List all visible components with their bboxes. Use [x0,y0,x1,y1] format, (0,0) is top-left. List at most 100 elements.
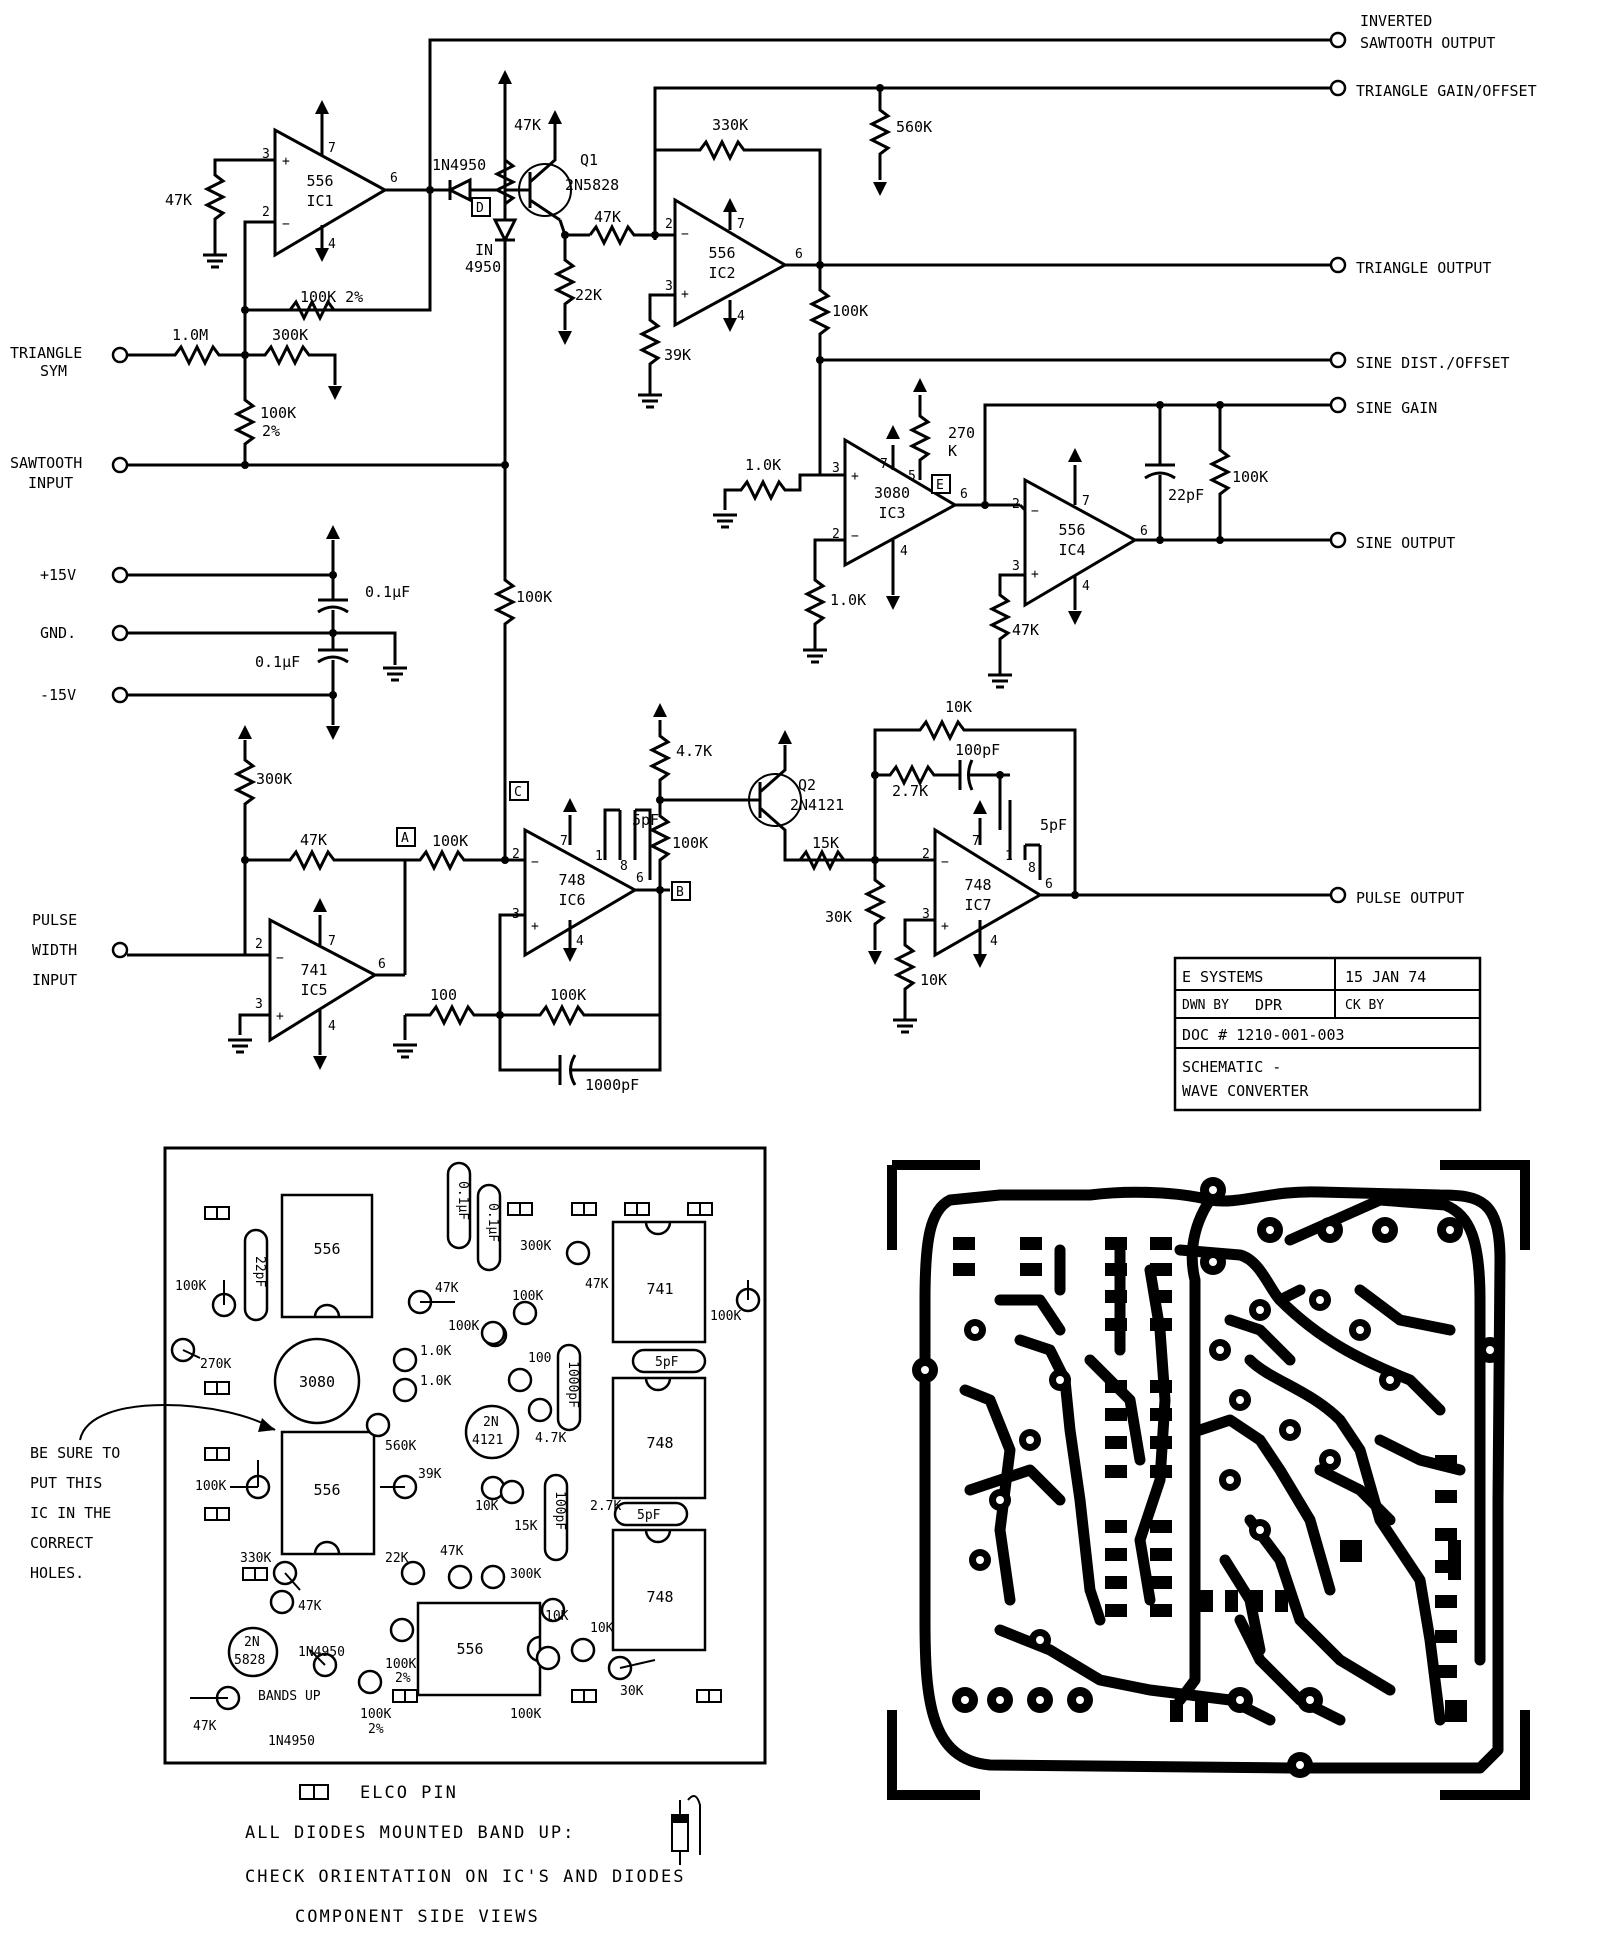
elco-legend: ELCO PIN [360,1783,458,1803]
inverted-sawtooth-label-1: INVERTED [1360,12,1432,30]
svg-text:3: 3 [832,461,840,476]
svg-text:2: 2 [512,847,520,862]
note-line-4: CORRECT [30,1534,93,1552]
layout-100k-e: 100K [195,1479,226,1494]
svg-text:4: 4 [576,934,584,949]
svg-text:7: 7 [328,141,336,156]
title-line-1: SCHEMATIC - [1182,1058,1281,1076]
layout-100k-2a: 100K [385,1657,416,1672]
pulse-output-label: PULSE OUTPUT [1356,889,1464,907]
layout-556-bot: 556 [416,1601,542,1697]
svg-text:4: 4 [737,309,745,324]
svg-text:7: 7 [737,217,745,232]
title-block: E SYSTEMS 15 JAN 74 DWN BY DPR CK BY DOC… [1173,956,1482,1112]
layout-30k: 30K [620,1684,644,1699]
note-line-1: BE SURE TO [30,1444,120,1462]
sine-gain-terminal [1329,396,1347,414]
svg-text:−: − [851,529,859,544]
inverted-sawtooth-label-2: SAWTOOTH OUTPUT [1360,34,1495,52]
inverted-sawtooth-terminal [1329,31,1347,49]
svg-text:+: + [531,919,539,934]
ic2-opamp [673,197,789,328]
layout-c5pf-a: 5pF [655,1355,679,1370]
ic6-opamp [523,827,639,958]
svg-text:7: 7 [328,934,336,949]
svg-text:+: + [282,154,290,169]
note-line-5: HOLES. [30,1564,84,1582]
ic5-opamp [268,917,379,1043]
diode2-label-b: 4950 [465,258,501,276]
node-e: E [936,478,944,493]
diode-icon [671,1795,701,1865]
c5pf-ic7-label: 5pF [1040,816,1067,834]
svg-text:6: 6 [390,171,398,186]
layout-556-mid: 556 [280,1430,376,1556]
pw-label-1: PULSE [32,911,77,929]
layout-47k-e: 47K [440,1544,464,1559]
layout-1000pf: 1000pF [565,1361,580,1408]
r100k-sine-label: 100K [1232,468,1268,486]
svg-text:+: + [941,919,949,934]
layout-22k: 22K [385,1551,409,1566]
ic5-type: 741 [300,961,327,979]
layout-741-label: 741 [646,1280,673,1298]
plus15-terminal [111,566,129,584]
svg-text:2: 2 [262,205,270,220]
layout-300k-b: 300K [510,1567,541,1582]
r10k-ic7-label: 10K [945,698,972,716]
note-line-2: PUT THIS [30,1474,102,1492]
pulse-output-terminal [1329,886,1347,904]
c01b-label: 0.1μF [255,653,300,671]
layout-39k: 39K [418,1467,442,1482]
r22k-label: 22K [575,286,602,304]
ic4-type: 556 [1058,521,1085,539]
ic3-ota [843,437,959,568]
svg-text:6: 6 [378,957,386,972]
r100k2-a: 100K [260,404,296,422]
c1000pf-label: 1000pF [585,1076,639,1094]
sine-output-terminal [1329,531,1347,549]
layout-q1-b: 5828 [234,1653,265,1668]
ic4-opamp [1023,477,1139,608]
title-checked-label: CK BY [1345,998,1384,1013]
layout-100k-b: 100K [512,1289,543,1304]
r15k-label: 15K [812,834,839,852]
svg-text:7: 7 [880,457,888,472]
title-drawn-label: DWN BY [1182,998,1229,1013]
svg-text:4: 4 [990,934,998,949]
r1m-label: 1.0M [172,326,208,344]
layout-1n4950-a: 1N4950 [298,1645,345,1660]
r270k-label-1: 270 [948,424,975,442]
layout-10k-a: 10K [475,1499,499,1514]
plus15-label: +15V [40,566,76,584]
layout-748a-label: 748 [646,1434,673,1452]
svg-text:6: 6 [960,487,968,502]
r100k-ic6fb-label: 100K [550,986,586,1004]
layout-q2-a: 2N [483,1415,499,1430]
c5pf-ic6-label: 5pF [632,811,659,829]
sine-gain-label: SINE GAIN [1356,399,1437,417]
layout-47k-c: 4.7K [535,1431,566,1446]
r100k-c-label: 100K [516,588,552,606]
layout-01b: 0.1μF [485,1203,500,1242]
title-doc: DOC # 1210-001-003 [1182,1026,1345,1044]
layout-100: 100 [528,1351,551,1366]
pcb-foil-pattern [887,1160,1530,1800]
ic1-type: 556 [306,172,333,190]
layout-10k-b: 10K [545,1609,569,1624]
layout-100k-a: 100K [175,1279,206,1294]
layout-748-a: 748 [611,1376,707,1500]
layout-100pf: 100pF [552,1491,567,1530]
diode1-label: 1N4950 [432,156,486,174]
sine-dist-terminal [1329,351,1347,369]
r47k-top-label: 47K [514,116,541,134]
layout-300k: 300K [520,1239,551,1254]
svg-text:−: − [1031,504,1039,519]
triangle-gain-terminal [1329,79,1347,97]
ic7-type: 748 [964,876,991,894]
r330k-label: 330K [712,116,748,134]
layout-47k-a: 47K [435,1281,459,1296]
ic7-ref: IC7 [964,896,991,914]
layout-100k-2d: 2% [368,1722,384,1737]
ic2-ref: IC2 [708,264,735,282]
